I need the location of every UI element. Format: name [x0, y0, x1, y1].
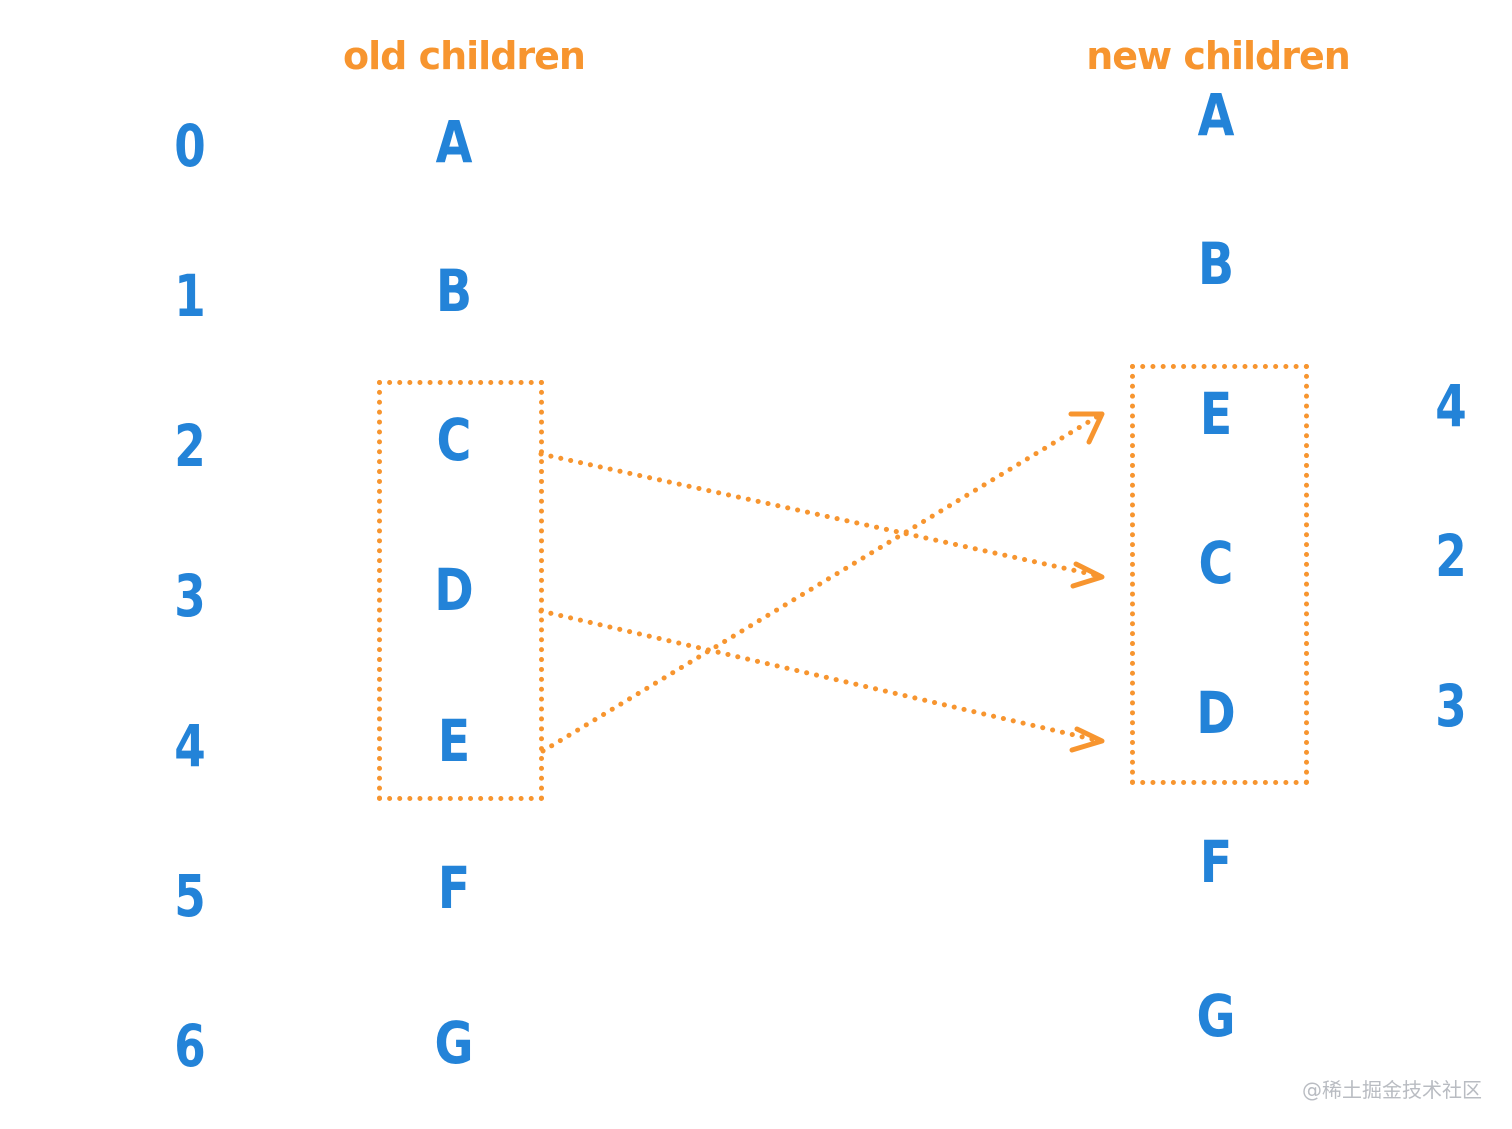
old-moved-group-box — [377, 380, 544, 801]
new-child-node: G — [1196, 982, 1236, 1050]
new-child-node: B — [1197, 230, 1235, 298]
old-child-node: B — [435, 257, 473, 325]
old-index: 0 — [174, 112, 206, 180]
watermark-text: @稀土掘金技术社区 — [1302, 1078, 1482, 1102]
new-child-node: D — [1196, 679, 1236, 747]
old-index: 3 — [174, 562, 206, 630]
old-child-node: F — [437, 854, 471, 922]
moved-old-index: 3 — [1435, 672, 1467, 740]
arrow-e-to-e — [540, 411, 1105, 754]
old-child-node: G — [434, 1009, 474, 1077]
old-children-heading: old children — [343, 34, 586, 78]
new-child-node: C — [1198, 529, 1234, 597]
new-children-heading: new children — [1086, 34, 1351, 78]
old-child-node: D — [434, 556, 474, 624]
arrow-c-to-c — [538, 451, 1105, 589]
arrow-d-to-d — [538, 608, 1105, 753]
old-child-node: C — [436, 406, 472, 474]
new-child-node: A — [1197, 81, 1235, 149]
old-index: 6 — [174, 1012, 206, 1080]
old-index: 4 — [174, 712, 206, 780]
moved-old-index: 4 — [1435, 372, 1467, 440]
new-child-node: E — [1199, 380, 1233, 448]
moved-old-index: 2 — [1435, 522, 1467, 590]
old-child-node: E — [437, 707, 471, 775]
new-child-node: F — [1199, 828, 1233, 896]
old-index: 1 — [174, 262, 206, 330]
old-index: 5 — [174, 862, 206, 930]
new-moved-group-box — [1130, 364, 1309, 785]
old-child-node: A — [435, 108, 473, 176]
old-index: 2 — [174, 412, 206, 480]
